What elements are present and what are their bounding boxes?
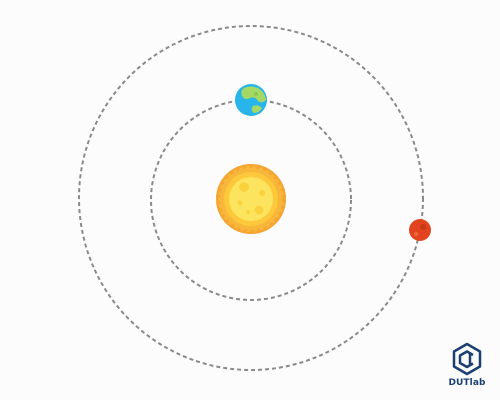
mars [409, 219, 431, 241]
hexagon-logo-icon [452, 342, 482, 376]
sun [216, 164, 286, 234]
outer-orbit [78, 25, 424, 371]
logo-text: DUTlab [448, 378, 486, 388]
dutlab-logo: DUTlab [440, 342, 494, 392]
earth [235, 84, 267, 116]
